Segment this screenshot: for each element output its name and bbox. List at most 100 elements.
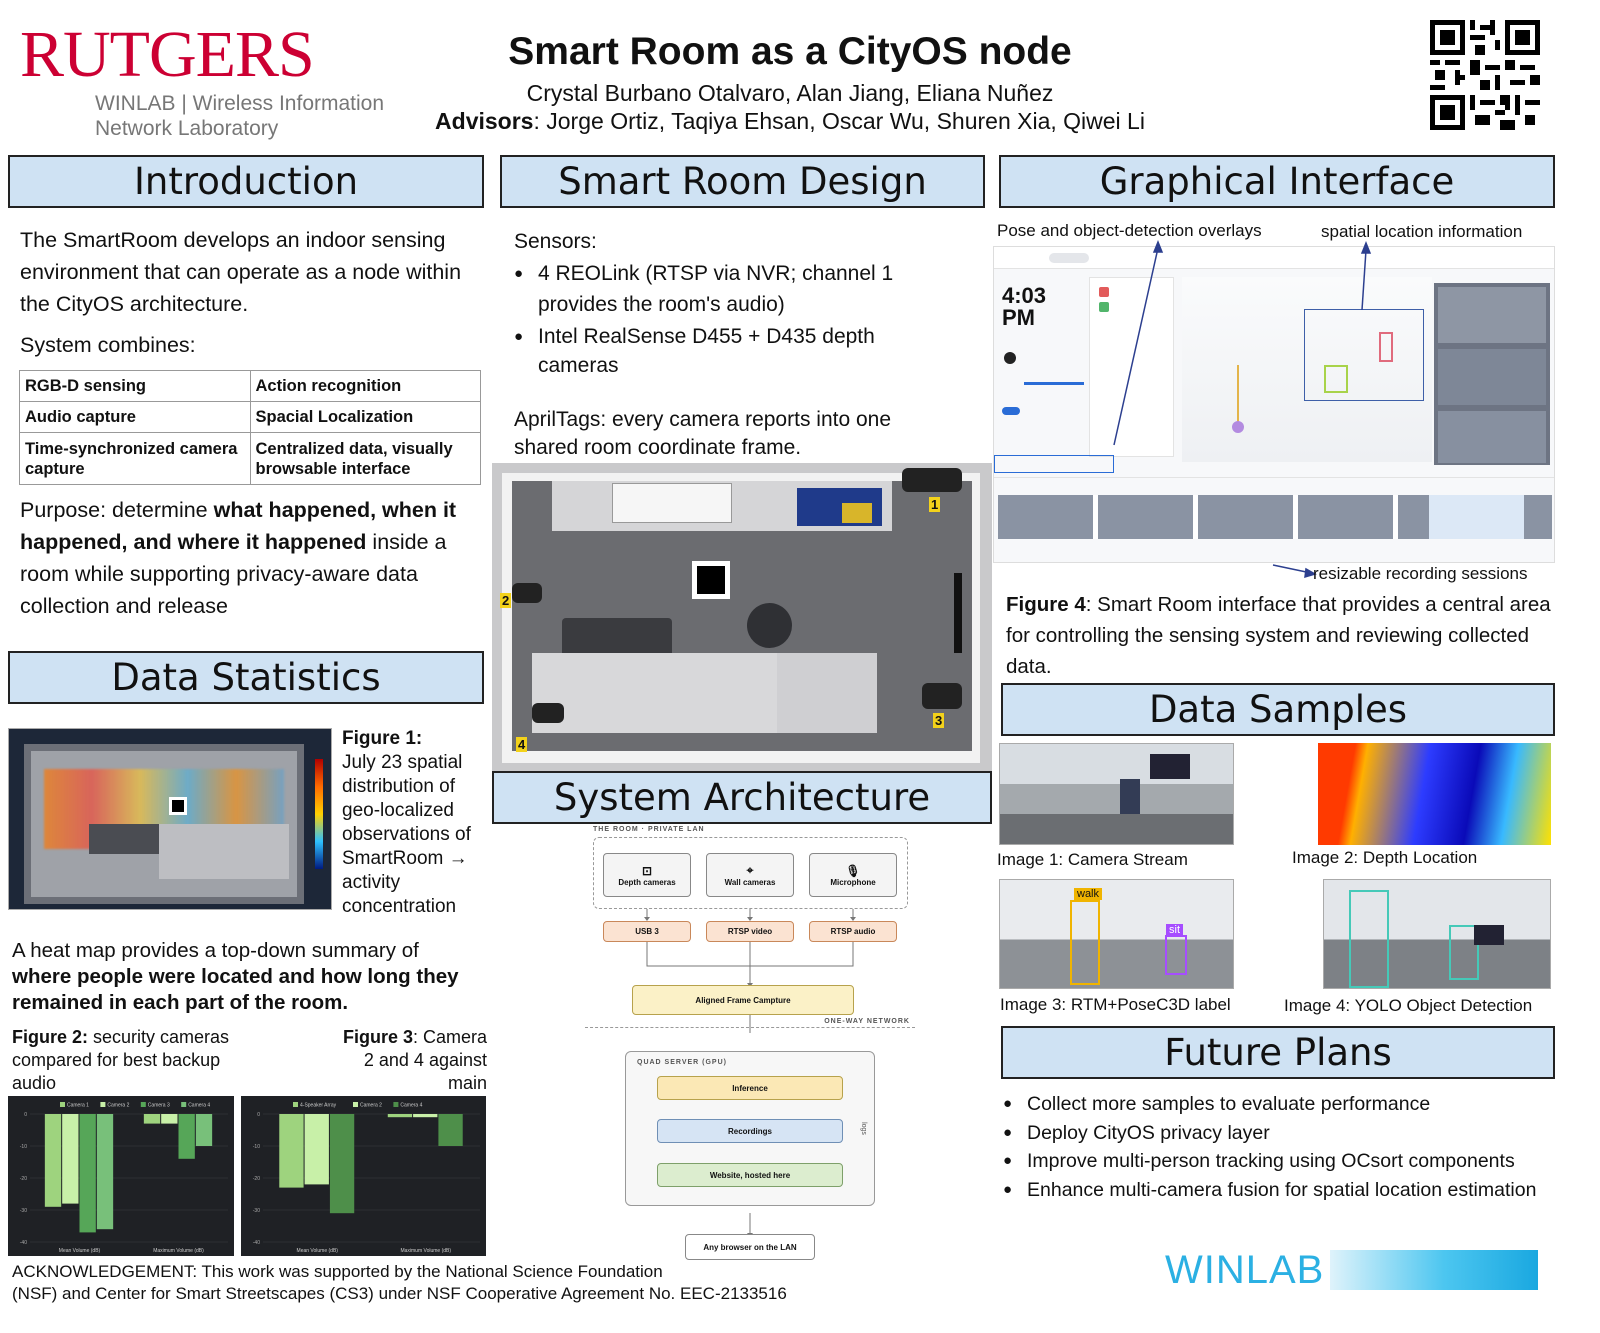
legend-swatch [293, 1102, 298, 1107]
browser-node: Any browser on the LAN [685, 1234, 815, 1260]
legend-swatch [393, 1102, 399, 1107]
heatmap-summary: A heat map provides a top-down summary o… [12, 938, 482, 1016]
apriltag-marker [692, 561, 730, 599]
legend-label: Camera 3 [148, 1103, 170, 1109]
bar [62, 1114, 79, 1204]
fig2-caption: Figure 2: security cameras compared for … [12, 1026, 252, 1095]
pose-label-sit: sit [1166, 924, 1183, 936]
bar [438, 1114, 463, 1146]
ack-line-1: ACKNOWLEDGEMENT: This work was supported… [12, 1262, 663, 1281]
intro-purpose: Purpose: determine what happened, when i… [20, 494, 480, 622]
qr-code-icon [1430, 20, 1540, 130]
legend-swatch [353, 1102, 358, 1107]
annotation-arrows [1113, 239, 1372, 579]
x-tick-label: Maximum Volume (dB) [153, 1248, 204, 1254]
table-cell: Action recognition [249, 370, 481, 402]
design-heading: Smart Room Design [500, 155, 985, 208]
bar [143, 1114, 161, 1124]
depth-cameras-node: ⊡Depth cameras [603, 853, 691, 897]
fig1-caption: Figure 1: July 23 spatial distribution o… [342, 727, 484, 919]
sample-camera-stream-image [999, 743, 1234, 845]
logo-wordmark: RUTGERS [20, 18, 315, 91]
sample-caption-3: Image 3: RTM+PoseC3D label [1000, 995, 1231, 1014]
logo-sub-1: WINLAB | Wireless Information [95, 92, 385, 115]
y-tick-label: -10 [253, 1144, 260, 1150]
list-item: Improve multi-person tracking using OCso… [1003, 1147, 1555, 1176]
sensors-label: Sensors: [514, 230, 597, 253]
pose-label-walk: walk [1074, 888, 1103, 900]
camera-label-3: 3 [933, 713, 945, 728]
future-heading: Future Plans [1001, 1026, 1555, 1079]
wall-camera-icon: ⌖ [746, 863, 754, 877]
arch-heading: System Architecture [492, 771, 992, 824]
legend-swatch [140, 1102, 146, 1107]
microphone-node: 🎙Microphone [809, 853, 897, 897]
bar [387, 1114, 413, 1118]
stats-heading: Data Statistics [8, 651, 484, 704]
camera-label-4: 4 [516, 737, 528, 752]
rutgers-logo: RUTGERS WINLAB | Wireless Information Ne… [20, 20, 400, 145]
sample-caption-2: Image 2: Depth Location [1292, 848, 1478, 867]
one-way-divider [585, 1027, 915, 1028]
bar [195, 1114, 213, 1146]
samples-heading: Data Samples [1001, 683, 1555, 736]
lan-label: THE ROOM · PRIVATE LAN [593, 826, 705, 833]
legend-label: Camera 4 [400, 1103, 422, 1109]
heatmap-image [8, 728, 332, 910]
heatmap-summary-lead: A heat map provides a top-down summary o… [12, 939, 419, 962]
legend-label: Camera 2 [107, 1103, 129, 1109]
legend-label: 4-Speaker Array [300, 1103, 337, 1109]
fig1-label: Figure 1: [342, 728, 423, 749]
y-tick-label: -20 [253, 1176, 260, 1182]
poster-title: Smart Room as a CityOS node [508, 30, 1072, 73]
poster-authors: Crystal Burbano Otalvaro, Alan Jiang, El… [526, 80, 1054, 106]
list-item: Enhance multi-camera fusion for spatial … [1003, 1176, 1555, 1205]
camera-label-1: 1 [929, 497, 941, 512]
y-tick-label: -30 [20, 1208, 27, 1214]
acknowledgement: ACKNOWLEDGEMENT: This work was supported… [12, 1261, 787, 1305]
camera-label-2: 2 [500, 593, 512, 608]
gui-heading: Graphical Interface [999, 155, 1555, 208]
rtsp-audio-link: RTSP audio [809, 921, 897, 942]
bar [304, 1114, 329, 1185]
table-cell: Time-synchronized camera capture [19, 432, 251, 485]
future-list: Collect more samples to evaluate perform… [1003, 1090, 1555, 1204]
intro-combines: System combines: [20, 333, 196, 357]
winlab-logo: WINLAB [1165, 1248, 1540, 1292]
fig4-caption: Figure 4: Smart Room interface that prov… [1006, 589, 1554, 682]
list-item: 4 REOLink (RTSP via NVR; channel 1 provi… [514, 258, 924, 320]
website-node: Website, hosted here [657, 1163, 843, 1187]
x-tick-label: Maximum Volume (dB) [400, 1248, 451, 1254]
list-item: Intel RealSense D455 + D435 depth camera… [514, 322, 924, 380]
gui-clock-time: 4:03 [1002, 283, 1047, 308]
inference-node: Inference [657, 1076, 843, 1100]
gui-3d-view-box [1304, 309, 1424, 401]
gui-selection-box [994, 455, 1114, 473]
fig3-label: Figure 3 [342, 1027, 413, 1047]
apriltags-text: AprilTags: every camera reports into one… [514, 408, 892, 459]
annotation-overlays: Pose and object-detection overlays [997, 221, 1262, 240]
architecture-diagram: THE ROOM · PRIVATE LAN ⊡Depth cameras ⌖ W… [585, 825, 915, 1265]
rtsp-video-link: RTSP video [706, 921, 794, 942]
fig4-text: : Smart Room interface that provides a c… [1006, 593, 1551, 678]
intro-paragraph: The SmartRoom develops an indoor sensing… [20, 228, 462, 316]
bar [161, 1114, 178, 1124]
usb3-link: USB 3 [603, 921, 691, 942]
table-cell: Spacial Localization [249, 401, 481, 433]
table-cell: RGB-D sensing [19, 370, 251, 402]
poster-advisors: Advisors: Jorge Ortiz, Taqiya Ehsan, Osc… [380, 108, 1200, 135]
advisors-names: : Jorge Ortiz, Taqiya Ehsan, Oscar Wu, S… [533, 108, 1145, 134]
y-tick-label: -40 [20, 1240, 27, 1246]
winlab-wordmark: WINLAB [1165, 1248, 1325, 1292]
ack-line-2: (NSF) and Center for Smart Streetscapes … [12, 1284, 787, 1303]
bar [329, 1114, 355, 1214]
gui-clock-ampm: PM [1002, 305, 1035, 330]
logo-sub-2: Network Laboratory [95, 117, 279, 140]
advisors-label: Advisors [435, 108, 534, 134]
legend-label: Camera 4 [188, 1103, 210, 1109]
fig3-text: : Camera 2 and 4 against main [363, 1027, 487, 1093]
purpose-tail: inside a room while supporting privacy-a… [20, 530, 447, 618]
